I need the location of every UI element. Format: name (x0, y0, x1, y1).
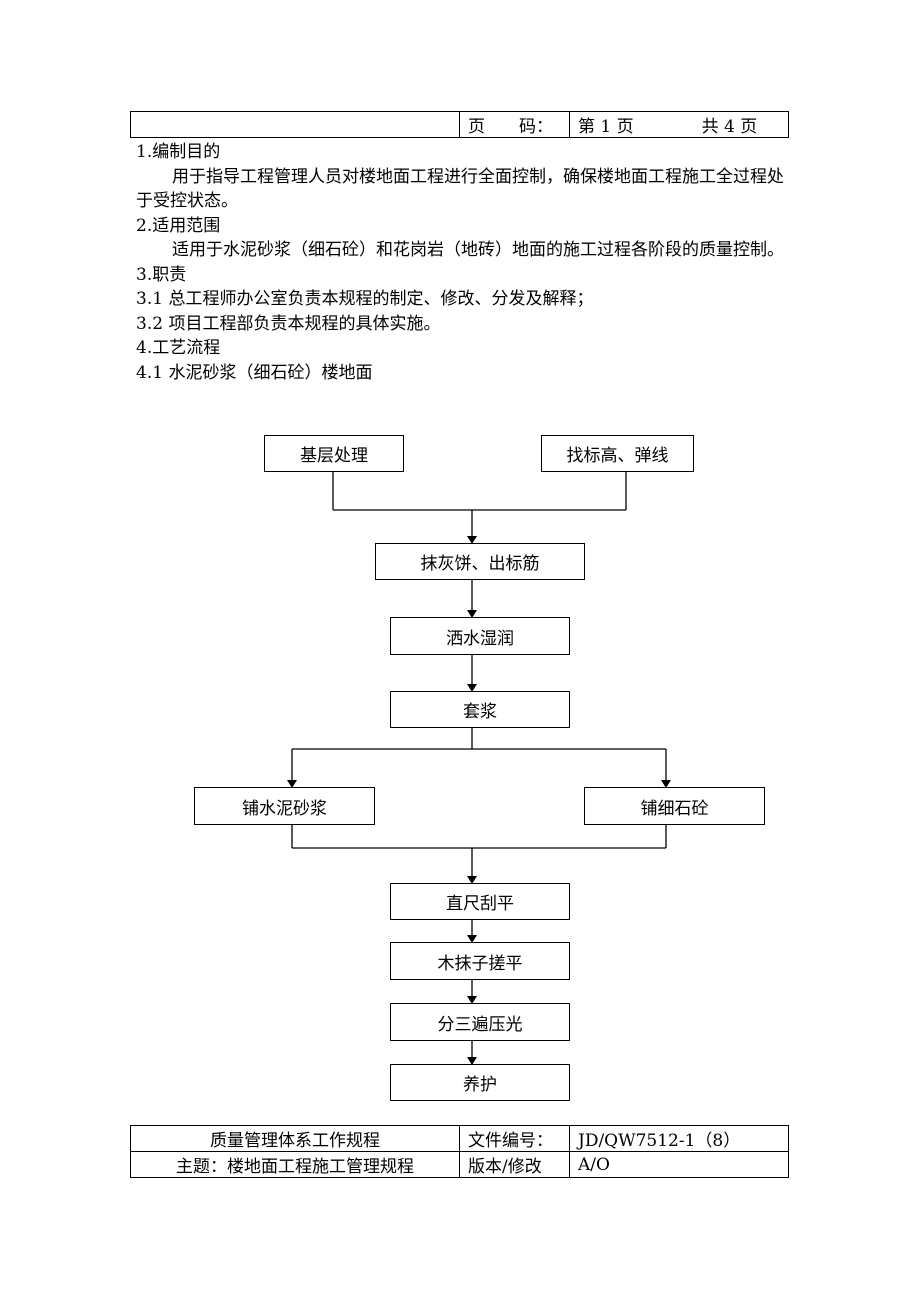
version-label: 版本/修改 (459, 1151, 570, 1178)
section-2-title: 2.适用范围 (136, 215, 221, 236)
section-4-1: 4.1 水泥砂浆（细石砼）楼地面 (136, 362, 373, 383)
section-1-title: 1.编制目的 (136, 142, 221, 162)
header-table: 页 码： 第 1 页 共 4 页 (130, 111, 789, 138)
section-4-title: 4.工艺流程 (136, 338, 221, 358)
doc-number: JD/QW7512-1（8） (569, 1125, 789, 1152)
page-label: 页 码： (459, 111, 570, 138)
step-slurry: 套浆 (390, 691, 570, 728)
version-value: A/O (569, 1151, 789, 1178)
section-3-1: 3.1 总工程师办公室负责本规程的制定、修改、分发及解释； (136, 289, 594, 309)
step-fine-concrete: 铺细石砼 (584, 787, 765, 825)
document-body: 1.编制目的 用于指导工程管理人员对楼地面工程进行全面控制，确保楼地面工程施工全… (136, 140, 786, 385)
step-curing: 养护 (390, 1064, 570, 1101)
step-level-marking: 找标高、弹线 (541, 435, 694, 472)
step-cement-mortar: 铺水泥砂浆 (194, 787, 375, 825)
step-screed-level: 直尺刮平 (390, 883, 570, 920)
section-2-body: 适用于水泥砂浆（细石砼）和花岗岩（地砖）地面的施工过程各阶段的质量控制。 (172, 240, 784, 260)
step-base-treatment: 基层处理 (264, 435, 404, 472)
section-3-title: 3.职责 (136, 264, 187, 285)
step-wetting: 洒水湿润 (390, 617, 570, 655)
step-trowel-three-times: 分三遍压光 (390, 1003, 570, 1041)
step-screed-strips: 抹灰饼、出标筋 (375, 543, 585, 580)
footer-subject: 主题：楼地面工程施工管理规程 (130, 1151, 460, 1178)
section-3-2: 3.2 项目工程部负责本规程的具体实施。 (136, 313, 441, 334)
doc-number-label: 文件编号： (459, 1125, 570, 1152)
footer-table: 质量管理体系工作规程 文件编号： JD/QW7512-1（8） 主题：楼地面工程… (130, 1125, 789, 1178)
page-number: 第 1 页 共 4 页 (569, 111, 789, 138)
header-blank-cell (130, 111, 460, 138)
section-1-body: 用于指导工程管理人员对楼地面工程进行全面控制，确保楼地面工程施工全过程处于受控状… (136, 166, 784, 212)
footer-system-title: 质量管理体系工作规程 (130, 1125, 460, 1152)
step-wood-float: 木抹子搓平 (390, 942, 570, 980)
